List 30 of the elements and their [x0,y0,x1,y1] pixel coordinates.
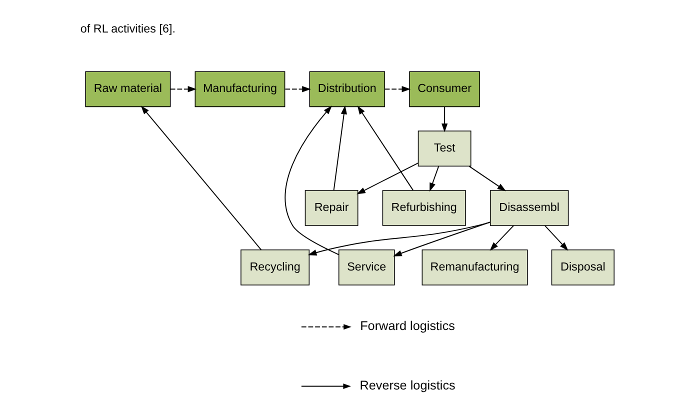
label: of RL activities [6]. [80,22,175,36]
node-box: Test [417,130,471,166]
legend-label: Forward logistics [360,319,455,334]
node-box: Manufacturing [194,71,285,108]
arrow [356,162,418,194]
arrow [140,106,262,250]
node-box: Disassembl [489,190,568,226]
arrow [307,222,490,256]
node-box: Raw material [84,71,170,108]
node-box: Remanufacturing [421,250,528,286]
arrow [429,166,439,192]
arrow [284,86,310,92]
node-box: Recycling [240,250,310,286]
node-box: Refurbishing [382,190,466,226]
node-box: Repair [304,190,358,226]
arrow [384,86,410,92]
arrow [489,225,514,251]
arrow [356,106,414,191]
arrow [441,106,448,132]
node-box: Distribution [308,71,385,108]
arrow [468,166,506,192]
node-box: Service [338,250,394,286]
legend-label: Reverse logistics [359,378,455,393]
node-box: Consumer [408,71,480,108]
arrow [284,106,339,256]
arrow [332,105,346,191]
arrow [392,222,490,256]
node-box: Disposal [550,250,614,286]
arrow [544,225,568,251]
arrow [169,86,196,92]
